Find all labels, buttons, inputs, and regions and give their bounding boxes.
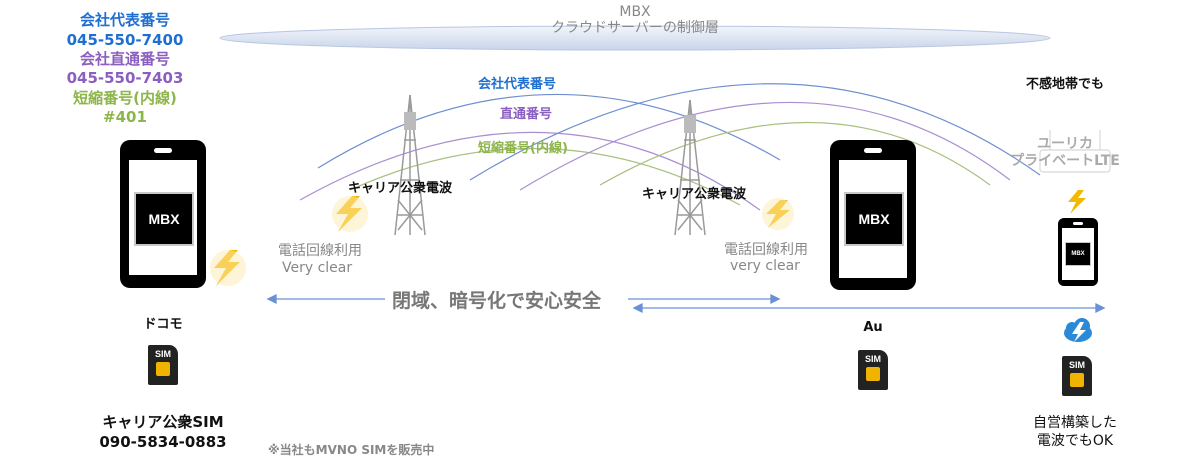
call-quality-label-right: very clear bbox=[730, 258, 800, 274]
ext-number-label: 短縮番号(内線) bbox=[73, 89, 177, 107]
lte-name-line2: プライベートLTE bbox=[1010, 153, 1120, 169]
lte-dead-zone-label: 不感地帯でも bbox=[1025, 77, 1104, 92]
carrier-au: Au bbox=[863, 320, 883, 335]
sim-card-icon: SIM bbox=[858, 350, 888, 390]
lte-name-line1: ユーリカ bbox=[1037, 136, 1093, 152]
smartphone-icon-lte: MBX bbox=[1058, 218, 1098, 286]
sim-card-icon: SIM bbox=[1062, 356, 1092, 396]
arc-label-rep: 会社代表番号 bbox=[478, 77, 557, 92]
radio-tower-icon bbox=[674, 99, 706, 236]
cloud-ellipse bbox=[219, 25, 1051, 51]
call-line-label-right: 電話回線利用 bbox=[724, 242, 808, 258]
cloud-icon bbox=[1064, 318, 1092, 342]
arc-right-2 bbox=[519, 101, 1011, 191]
cloud-subtitle: クラウドサーバーの制御層 bbox=[551, 20, 719, 36]
mbx-app-tile: MBX bbox=[844, 192, 904, 246]
ext-number: #401 bbox=[103, 108, 147, 126]
tower-label-2: キャリア公衆電波 bbox=[642, 187, 747, 202]
arc-direct bbox=[299, 131, 761, 211]
smartphone-icon-docomo: MBX bbox=[120, 140, 206, 288]
smartphone-icon-au: MBX bbox=[830, 140, 916, 290]
radio-tower-icon bbox=[394, 94, 426, 236]
cloud-title: MBX bbox=[619, 4, 651, 20]
rep-number-label: 会社代表番号 bbox=[79, 11, 170, 29]
secure-arrow bbox=[266, 293, 1106, 314]
arc-label-direct: 直通番号 bbox=[500, 107, 553, 122]
arc-right-3 bbox=[599, 122, 991, 186]
arc-right-1 bbox=[469, 83, 1041, 181]
self-built-label-1: 自営構築した bbox=[1033, 415, 1117, 431]
call-line-label: 電話回線利用 bbox=[278, 243, 362, 259]
sim-card-icon: SIM bbox=[148, 345, 178, 385]
call-quality-label: Very clear bbox=[282, 260, 353, 276]
tower-label-1: キャリア公衆電波 bbox=[348, 181, 453, 196]
self-built-label-2: 電波でもOK bbox=[1036, 433, 1114, 449]
arc-label-ext: 短縮番号(内線) bbox=[478, 141, 568, 156]
mvno-footnote: ※当社もMVNO SIMを販売中 bbox=[268, 443, 435, 457]
rep-number: 045-550-7400 bbox=[66, 31, 184, 49]
direct-number-label: 会社直通番号 bbox=[79, 50, 170, 68]
carrier-sim-number: 090-5834-0883 bbox=[99, 433, 227, 451]
carrier-sim-title: キャリア公衆SIM bbox=[102, 413, 224, 431]
arc-rep bbox=[317, 93, 781, 169]
carrier-docomo: ドコモ bbox=[143, 317, 183, 332]
secure-label: 閉域、暗号化で安心安全 bbox=[392, 290, 602, 312]
mbx-app-tile: MBX bbox=[134, 192, 194, 246]
lte-router-icon bbox=[1039, 130, 1111, 173]
direct-number: 045-550-7403 bbox=[66, 69, 184, 87]
mbx-app-tile: MBX bbox=[1065, 242, 1091, 266]
